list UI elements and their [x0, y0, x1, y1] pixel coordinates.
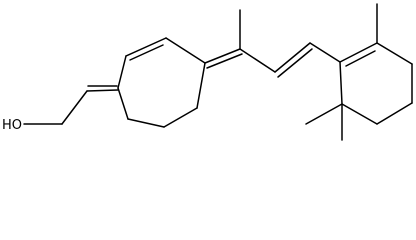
bond-ring-c7-c1 [117, 87, 129, 120]
bond-hex-c1-c2-inner [345, 50, 376, 67]
bond-ring-c2-c3-inner [129, 44, 164, 61]
bond-hex-c5-c6 [341, 103, 378, 125]
hydroxyl-label: HO [2, 118, 22, 133]
bond-ring-c4-c5 [196, 62, 206, 109]
bond-ring-c3-c4 [165, 37, 206, 64]
bond-hex-c1-c2 [339, 42, 378, 63]
bond-ring-c5-c6 [163, 107, 198, 128]
bond-ch2-ch [61, 90, 88, 125]
bond-exocyclic-double-a [86, 89, 119, 92]
bond-ring-chain-double-b [206, 53, 243, 69]
bond-ring-c6-c7 [127, 118, 165, 128]
bond-chain-1 [239, 48, 276, 73]
chemical-structure-diagram: HO [2, 3, 413, 141]
bond-chain-double-b [277, 48, 313, 78]
bond-ring-chain-double-a [204, 48, 241, 64]
bond-hex-c2-c3 [376, 42, 413, 65]
bond-hex-c4-c5 [376, 102, 413, 125]
bond-ring-c2-c3 [125, 37, 167, 57]
bond-hex-c6-c1 [339, 61, 343, 105]
bond-chain-to-ring [309, 42, 341, 63]
bond-gem-methyl-left [305, 103, 343, 125]
bond-ring-c1-c2 [117, 55, 127, 89]
bond-chain-double-a [274, 42, 311, 73]
bond-lines [23, 3, 413, 141]
